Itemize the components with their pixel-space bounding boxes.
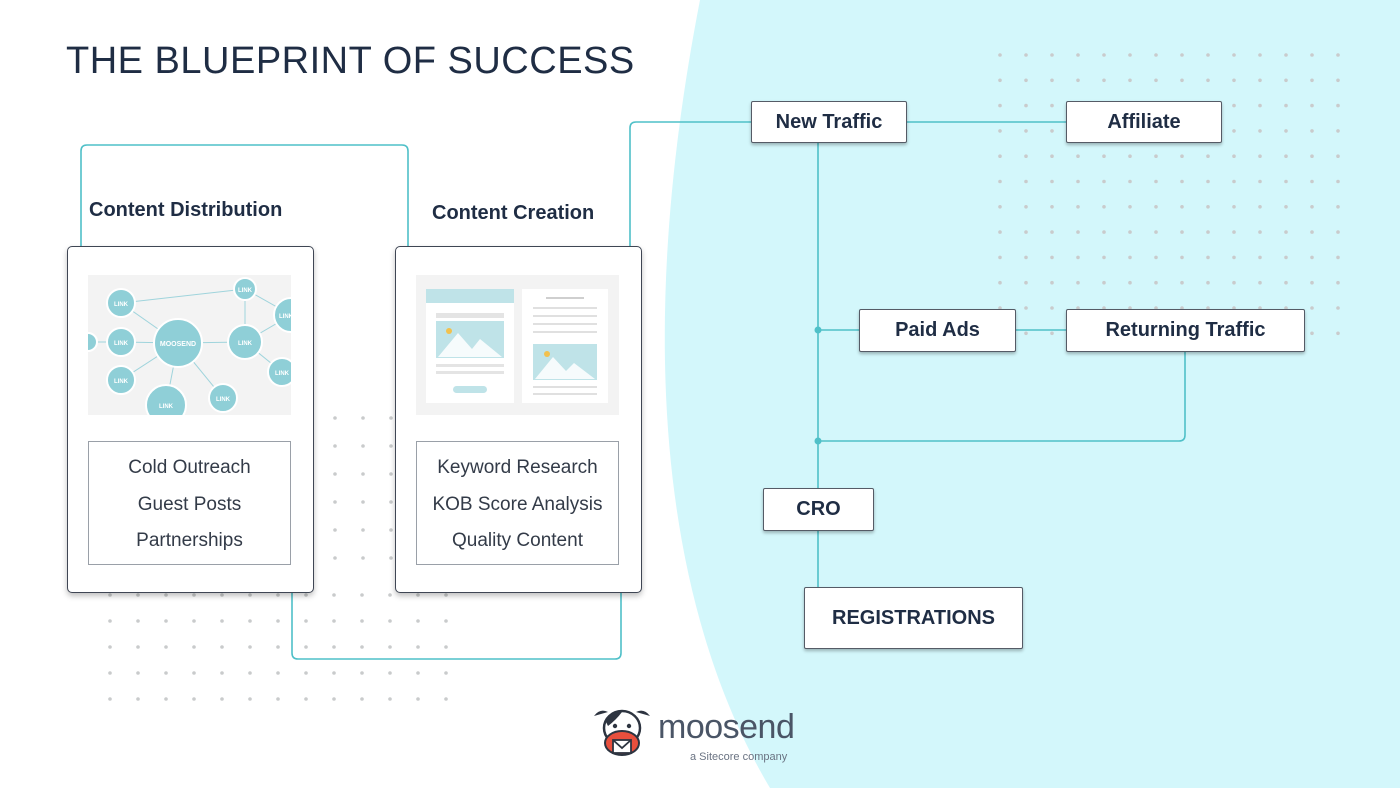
- svg-text:LINK: LINK: [114, 379, 129, 385]
- list-item: Partnerships: [136, 530, 243, 551]
- list-item: Guest Posts: [137, 493, 242, 515]
- distribution-tactics-list: Cold Outreach Guest Posts Partnerships: [88, 441, 291, 565]
- connector-dot: [814, 437, 822, 445]
- content-distribution-label: Content Distribution: [89, 199, 283, 221]
- list-item: Cold Outreach: [128, 457, 251, 478]
- svg-text:LINK: LINK: [216, 397, 231, 403]
- link-network-illustration: MOOSEND LINK LINK LINK LINK LINK LINK LI…: [88, 275, 291, 415]
- list-item: KOB Score Analysis: [432, 493, 603, 515]
- cow-icon: [594, 709, 650, 756]
- list-item: Keyword Research: [437, 457, 598, 478]
- content-creation-label: Content Creation: [432, 202, 595, 224]
- svg-text:LINK: LINK: [114, 302, 129, 308]
- creation-tactics-list: Keyword Research KOB Score Analysis Qual…: [416, 441, 619, 565]
- connector-creation-newtraffic: [629, 121, 752, 254]
- logo-tagline: a Sitecore company: [690, 751, 788, 763]
- content-creation-card: Keyword Research KOB Score Analysis Qual…: [395, 246, 642, 593]
- content-pages-illustration: [416, 275, 619, 415]
- moosend-node-label: MOOSEND: [160, 341, 196, 348]
- new-traffic-node: New Traffic: [751, 101, 907, 143]
- svg-text:LINK: LINK: [238, 341, 253, 347]
- connector-distribution-creation-top: [80, 144, 409, 254]
- svg-text:LINK: LINK: [114, 341, 129, 347]
- svg-text:LINK: LINK: [275, 371, 290, 377]
- connector-dot: [814, 326, 822, 334]
- paid-ads-node: Paid Ads: [859, 309, 1016, 352]
- connector-returning-loop: [818, 352, 1186, 442]
- registrations-node: REGISTRATIONS: [804, 587, 1023, 649]
- content-distribution-card: MOOSEND LINK LINK LINK LINK LINK LINK LI…: [67, 246, 314, 593]
- svg-text:LINK: LINK: [279, 314, 291, 320]
- svg-text:LINK: LINK: [238, 288, 253, 294]
- moosend-logo: moosend a Sitecore company: [590, 700, 805, 768]
- page-title: THE BLUEPRINT OF SUCCESS: [66, 40, 635, 82]
- svg-text:LINK: LINK: [159, 404, 174, 410]
- affiliate-node: Affiliate: [1066, 101, 1222, 143]
- returning-traffic-node: Returning Traffic: [1066, 309, 1305, 352]
- logo-wordmark: moosend: [658, 708, 795, 746]
- list-item: Quality Content: [452, 530, 583, 551]
- cro-node: CRO: [763, 488, 874, 531]
- connector-distribution-creation-bottom: [291, 585, 622, 660]
